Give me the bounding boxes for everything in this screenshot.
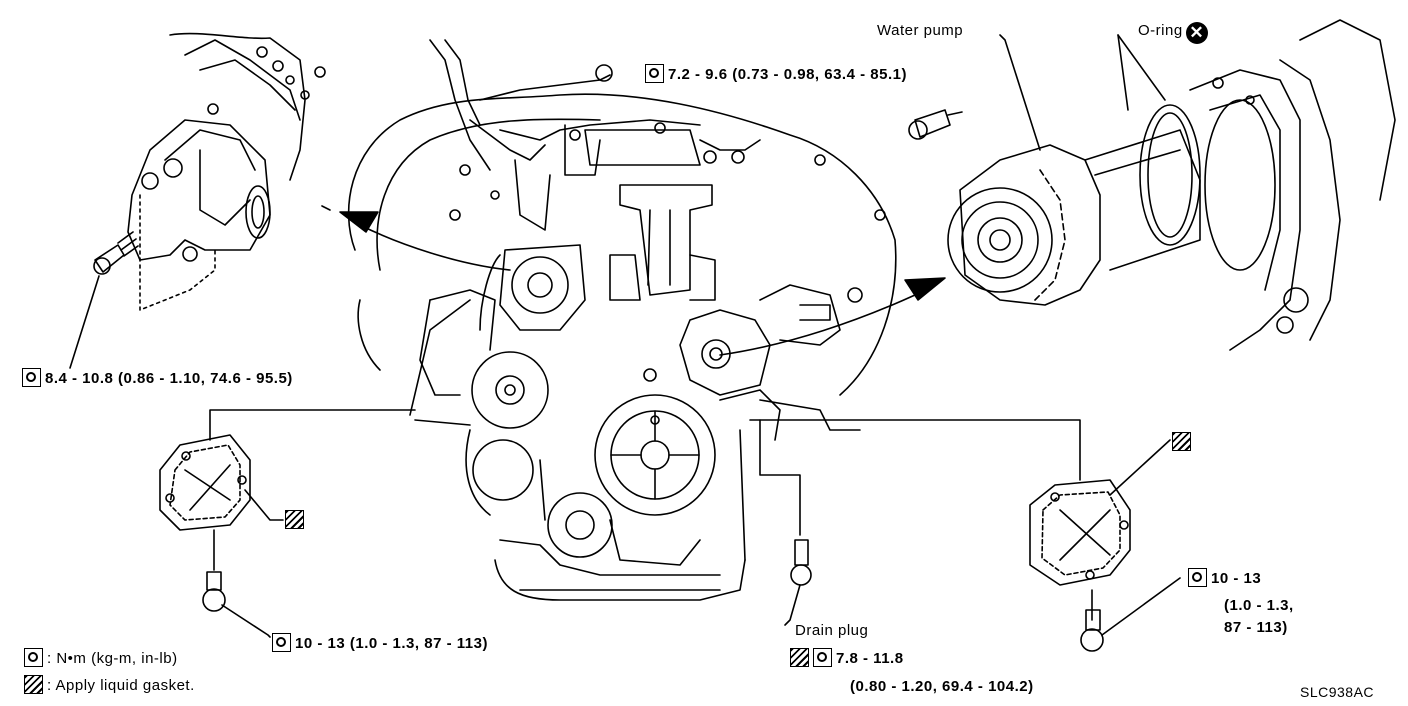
cover-left	[159, 409, 416, 638]
cover-right	[749, 419, 1181, 652]
figure-code: SLC938AC	[1300, 684, 1375, 700]
torque-right-label-2: (1.0 - 1.3,	[1224, 597, 1294, 614]
liquid-gasket-icon	[790, 648, 809, 667]
torque-wrench-icon	[22, 368, 41, 387]
drain-torque-label-2: (0.80 - 1.20, 69.4 - 104.2)	[850, 678, 1034, 695]
o-ring-label: O-ring✕	[1138, 22, 1208, 44]
gasket-right-marker	[1172, 432, 1195, 452]
torque-wrench-icon	[272, 633, 291, 652]
housing-detail-left	[69, 32, 331, 369]
water-pump-detail	[908, 19, 1396, 351]
liquid-gasket-icon	[285, 510, 304, 529]
torque-top-label: 7.2 - 9.6 (0.73 - 0.98, 63.4 - 85.1)	[645, 64, 907, 84]
torque-left-label: 8.4 - 10.8 (0.86 - 1.10, 74.6 - 95.5)	[22, 368, 293, 388]
liquid-gasket-icon	[24, 675, 43, 694]
engine-front	[347, 39, 897, 601]
legend-torque: : N•m (kg-m, in-lb)	[24, 648, 178, 668]
torque-wrench-icon	[24, 648, 43, 667]
legend-gasket: : Apply liquid gasket.	[24, 675, 195, 695]
liquid-gasket-icon	[1172, 432, 1191, 451]
torque-wrench-icon	[1188, 568, 1207, 587]
torque-bottom-label: 10 - 13 (1.0 - 1.3, 87 - 113)	[272, 633, 488, 653]
drain-torque-label: 7.8 - 11.8	[790, 648, 904, 668]
torque-wrench-icon	[813, 648, 832, 667]
torque-right-label: 10 - 13	[1188, 568, 1261, 588]
drain-plug-label: Drain plug	[795, 622, 869, 639]
drain-plug	[759, 419, 812, 626]
do-not-reuse-icon: ✕	[1185, 22, 1208, 44]
gasket-left-marker	[285, 510, 308, 530]
arrow-to-left-detail	[339, 211, 511, 271]
torque-wrench-icon	[645, 64, 664, 83]
arrow-to-water-pump	[719, 277, 946, 356]
torque-right-label-3: 87 - 113)	[1224, 619, 1288, 636]
water-pump-label: Water pump	[877, 22, 964, 39]
